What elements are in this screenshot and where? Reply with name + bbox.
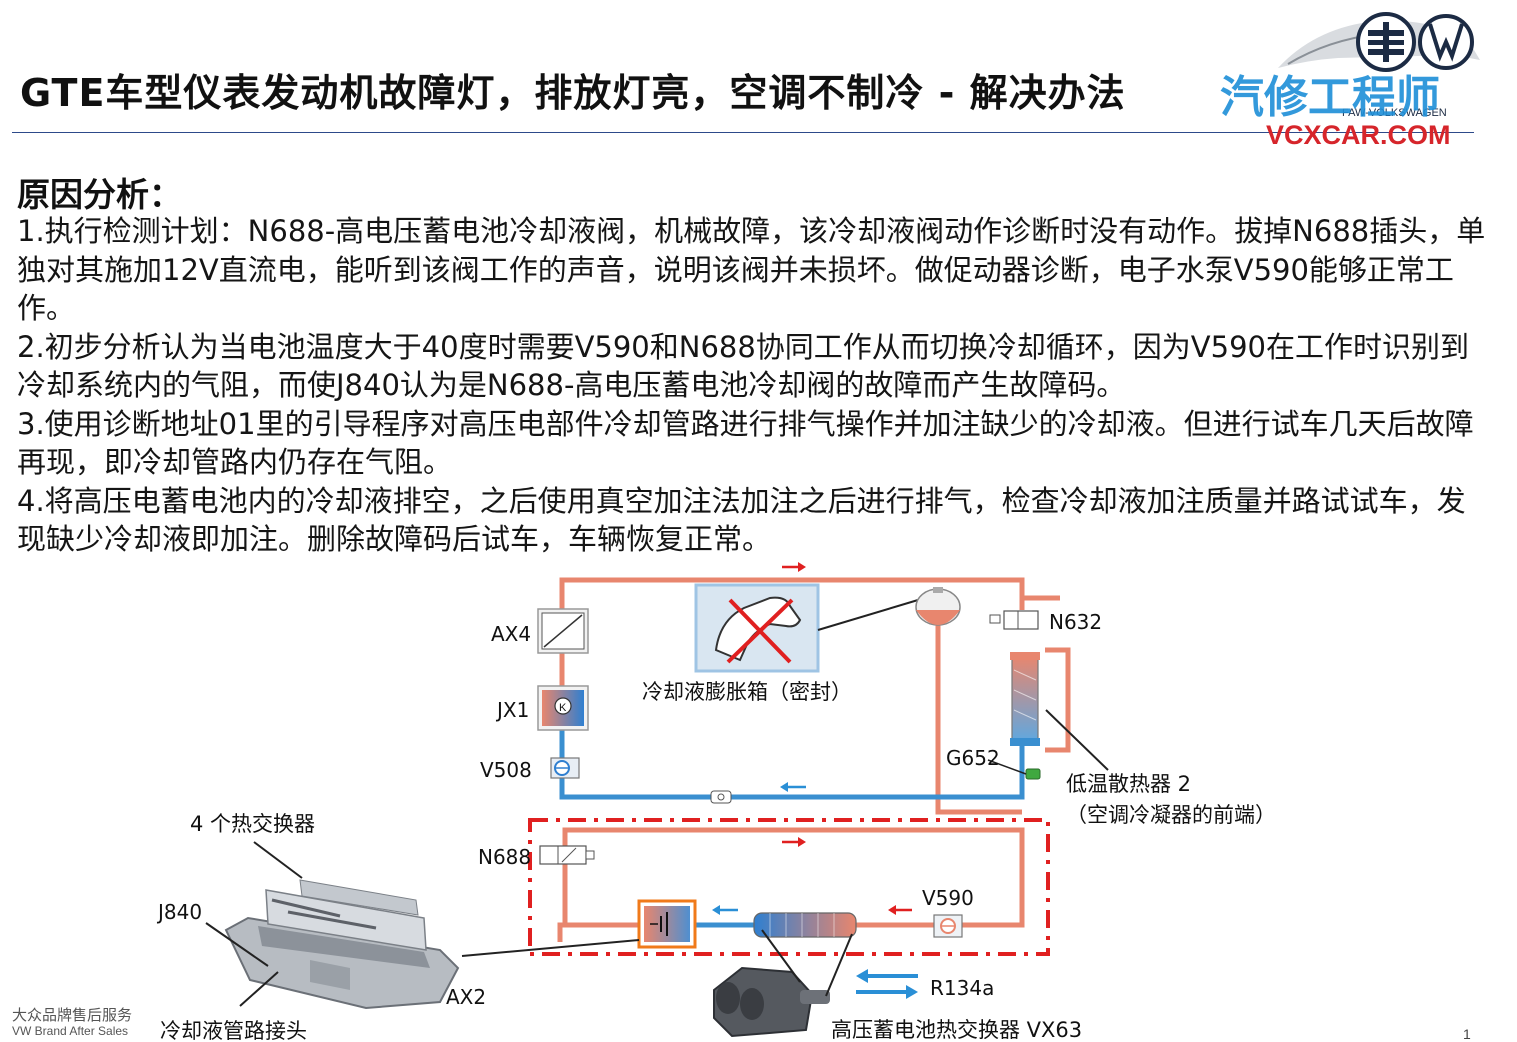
low-temp-radiator-icon <box>1010 652 1040 746</box>
logo-brand-text: FAW-VOLKSWAGEN <box>1342 107 1447 119</box>
vx63-photo <box>713 966 830 1038</box>
r134a-label: R134a <box>930 976 994 1000</box>
analysis-paragraph-1: 1.执行检测计划：N688-高电压蓄电池冷却液阀，机械故障，该冷却液阀动作诊断时… <box>17 214 1486 325</box>
battery-module-photo <box>224 879 460 1010</box>
jx1-label: JX1 <box>495 698 529 722</box>
radiator-leader <box>1045 709 1109 771</box>
arrow-left-icon <box>712 905 738 915</box>
arrow-right-icon <box>782 837 806 847</box>
arrow-left-icon <box>856 969 918 983</box>
vw-emblem-icon <box>1418 14 1474 70</box>
expansion-tank-icon <box>915 587 961 626</box>
battery-heat-exchanger-icon <box>753 912 857 938</box>
n688-valve-icon <box>539 845 595 865</box>
slide-title: GTE车型仪表发动机故障灯，排放灯亮，空调不制冷 - 解决办法 <box>20 71 1126 115</box>
n688-label: N688 <box>478 845 531 869</box>
faw-emblem-icon <box>1356 12 1416 72</box>
n632-label: N632 <box>1049 610 1102 634</box>
analysis-paragraph-3: 3.使用诊断地址01里的引导程序对高压电部件冷却管路进行排气操作并加注缺少的冷却… <box>17 406 1474 480</box>
vx63-leader-a <box>761 929 801 983</box>
battery-leader <box>461 939 640 957</box>
hot-coolant-pipes <box>557 577 1071 942</box>
g652-leader <box>987 759 1027 775</box>
jx1-component: K <box>537 685 589 731</box>
heat-exchangers-leader <box>253 841 303 879</box>
g652-sensor-icon <box>1025 768 1041 780</box>
vx63-label: 高压蓄电池热交换器 VX63 <box>831 1018 1082 1042</box>
arrow-right-icon <box>782 562 806 572</box>
arrow-left-icon <box>780 782 806 792</box>
v590-pump-icon <box>933 914 963 938</box>
expansion-tank-label: 冷却液膨胀箱（密封） <box>642 680 852 704</box>
j840-label: J840 <box>156 900 202 924</box>
radiator-note: （空调冷凝器的前端） <box>1066 803 1276 827</box>
battery-circuit-highlight <box>528 818 1050 956</box>
vx63-leader-b <box>825 933 853 997</box>
battery-symbol-icon <box>637 899 697 949</box>
check-valve-icon <box>710 790 732 804</box>
page-number: 1 <box>1463 1026 1471 1042</box>
ax4-label: AX4 <box>491 622 531 646</box>
connector-label: 冷却液管路接头 <box>160 1019 307 1042</box>
flow-arrows <box>712 562 912 915</box>
arrow-right-icon <box>856 985 918 999</box>
logo-en-text: VCXCAR.COM <box>1266 120 1451 150</box>
g652-label: G652 <box>946 746 1000 770</box>
heat-exchangers-label: 4 个热交换器 <box>190 812 315 836</box>
n632-valve-icon <box>989 610 1039 630</box>
connector-leader <box>239 971 279 1007</box>
v508-pump-icon <box>550 757 580 779</box>
expansion-tank-leader <box>817 599 919 631</box>
arrow-left-icon <box>888 905 912 915</box>
title-divider <box>12 132 1474 133</box>
ax2-label: AX2 <box>446 985 486 1009</box>
logo-cn-text: 汽修工程师 <box>1220 72 1440 123</box>
analysis-paragraph-4: 4.将高压电蓄电池内的冷却液排空，之后使用真空加注法加注之后进行排气，检查冷却液… <box>17 483 1466 557</box>
cooling-circuit-diagram: AX4 K JX1 V508 N688 冷却液膨胀箱（密封） <box>156 562 1276 1042</box>
v590-label: V590 <box>922 886 974 910</box>
footer-brand-en: VW Brand After Sales <box>12 1024 129 1038</box>
cause-analysis-heading: 原因分析： <box>17 175 182 214</box>
radiator-label: 低温散热器 2 <box>1066 772 1191 796</box>
footer-brand-cn: 大众品牌售后服务 <box>12 1006 133 1024</box>
j840-leader <box>205 922 269 967</box>
expansion-tank-photo <box>694 583 820 673</box>
refrigerant-arrows <box>856 969 918 999</box>
analysis-body: 1.执行检测计划：N688-高电压蓄电池冷却液阀，机械故障，该冷却液阀动作诊断时… <box>17 212 1487 559</box>
v508-label: V508 <box>480 758 532 782</box>
ax4-component <box>537 608 589 654</box>
jx1-glyph: K <box>559 702 567 714</box>
analysis-paragraph-2: 2.初步分析认为当电池温度大于40度时需要V590和N688协同工作从而切换冷却… <box>17 329 1469 403</box>
brand-logo: FAW-VOLKSWAGEN 汽修工程师 VCXCAR.COM <box>1220 12 1480 150</box>
